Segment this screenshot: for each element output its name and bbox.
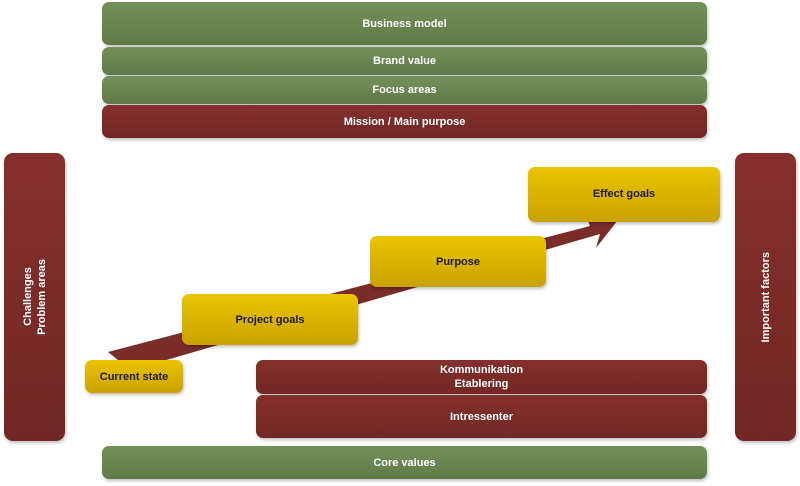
effect-goals-label: Effect goals	[592, 188, 656, 200]
important-factors-box: Important factors	[735, 153, 796, 441]
mission-box: Mission / Main purpose	[102, 105, 707, 138]
kommunikation-label: Kommunikation	[439, 364, 524, 376]
effect-goals-box: Effect goals	[528, 167, 720, 222]
core-values-box: Core values	[102, 446, 707, 479]
brand-value-label: Brand value	[373, 55, 436, 67]
business-model-box: Business model	[102, 2, 707, 45]
kommunikation-box: Kommunikation Etablering	[256, 360, 707, 394]
core-values-label: Core values	[373, 456, 436, 469]
purpose-box: Purpose	[370, 236, 546, 287]
etablering-label: Etablering	[454, 378, 509, 390]
intressenter-box: Intressenter	[256, 395, 707, 438]
project-goals-box: Project goals	[182, 294, 358, 345]
intressenter-label: Intressenter	[450, 410, 513, 423]
arrow-shape	[108, 211, 618, 370]
mission-label: Mission / Main purpose	[343, 115, 466, 128]
project-goals-label: Project goals	[235, 313, 305, 326]
brand-value-box: Brand value	[102, 47, 707, 75]
business-model-label: Business model	[362, 17, 447, 30]
focus-areas-box: Focus areas	[102, 76, 707, 104]
challenges-box: Challenges Problem areas	[4, 153, 65, 441]
current-state-label: Current state	[99, 370, 169, 383]
focus-areas-label: Focus areas	[372, 84, 437, 96]
purpose-label: Purpose	[435, 255, 480, 268]
current-state-box: Current state	[85, 360, 183, 393]
